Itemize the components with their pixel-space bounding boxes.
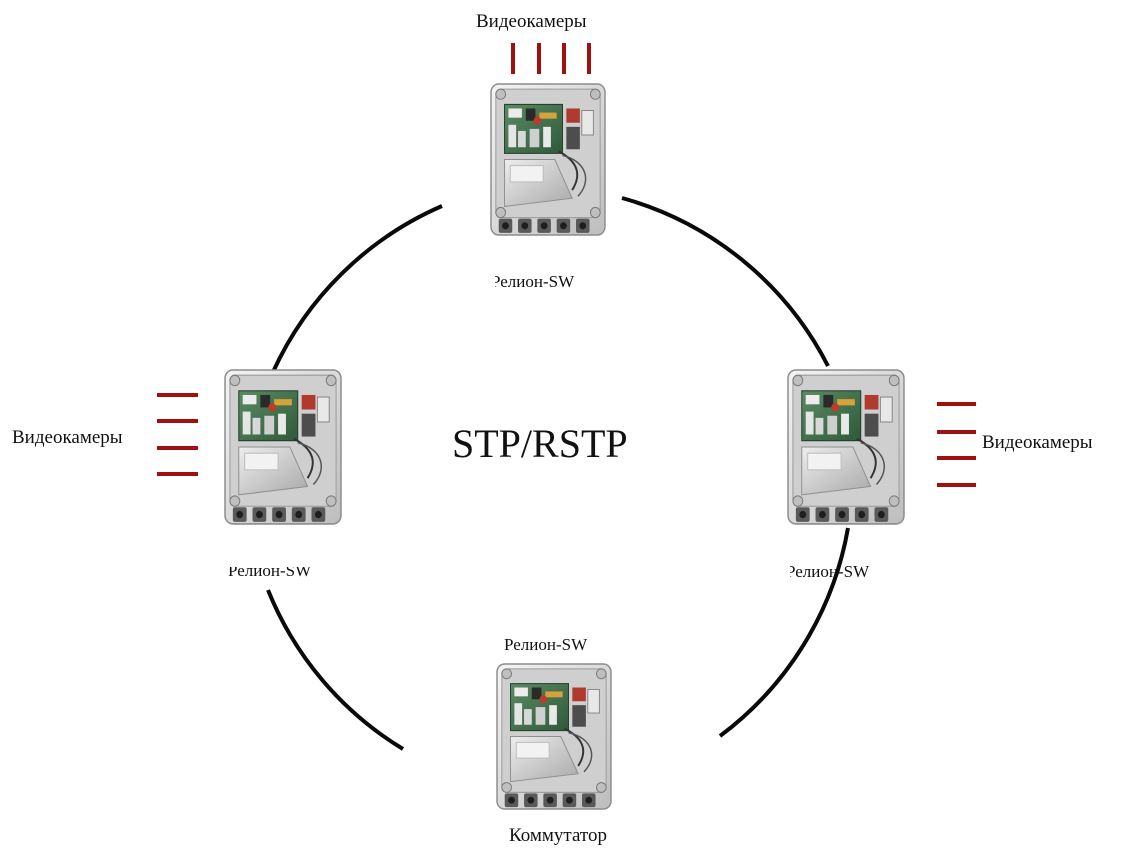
cameras-label-left: Видеокамеры (12, 427, 123, 448)
cameras-label-right: Видеокамеры (982, 432, 1093, 453)
device-label-left: Релион-SW (228, 567, 312, 580)
device-label-right: Релион-SW (790, 562, 870, 581)
ring-arc-top-right (621, 196, 830, 367)
switch-device-top (489, 82, 607, 236)
switch-device-left (223, 368, 343, 525)
switch-device-bottom (496, 663, 612, 811)
device-label-bottom: Релион-SW (504, 635, 588, 654)
ring-arc-bottom-right (718, 527, 850, 738)
cameras-label-top: Видеокамеры (476, 11, 587, 32)
camera-lines-top (511, 43, 591, 74)
protocol-label: STP/RSTP (452, 421, 628, 466)
device-label-top-wrap: Релион-SW (495, 270, 591, 292)
camera-lines-right (937, 402, 976, 487)
ring-arc-top-left (271, 204, 443, 373)
device-label-top: Релион-SW (495, 272, 575, 291)
device-label-right-wrap: Релион-SW (790, 562, 902, 582)
switch-device-right (786, 368, 906, 525)
ring-arc-bottom-left (266, 589, 405, 751)
camera-lines-left (157, 393, 198, 476)
device-label-left-wrap: Релион-SW (228, 567, 334, 581)
ring-arcs (266, 196, 850, 751)
switch-caption-bottom: Коммутатор (509, 825, 607, 846)
